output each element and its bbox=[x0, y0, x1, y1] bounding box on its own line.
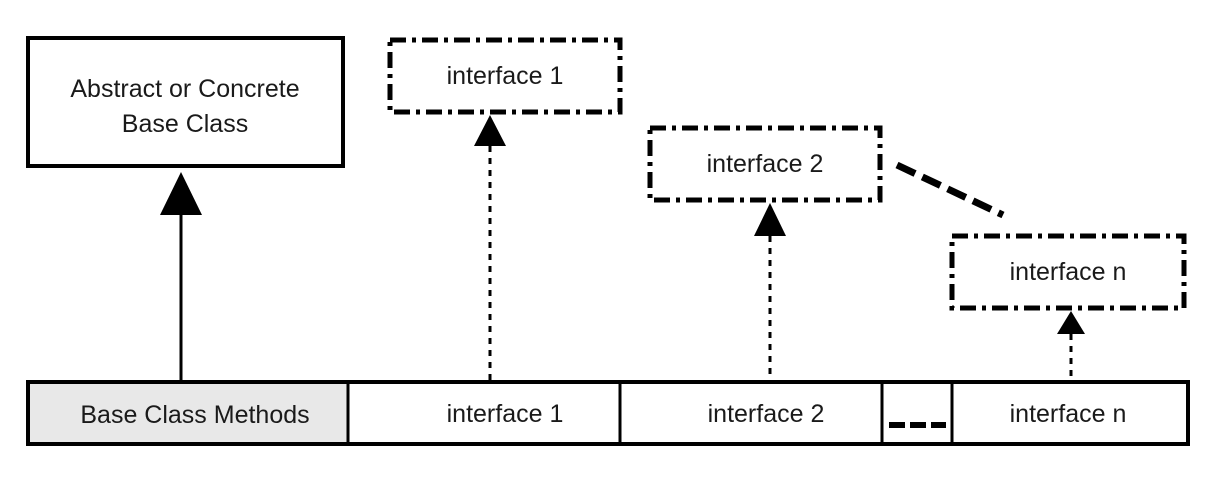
base-methods-label: Base Class Methods bbox=[80, 401, 309, 429]
realization-arrowhead-1 bbox=[474, 115, 506, 146]
row-cell-interface-n: interface n bbox=[1010, 400, 1127, 428]
row-cell-interface-2: interface 2 bbox=[708, 400, 825, 428]
base-class-node: Abstract or Concrete Base Class bbox=[26, 36, 345, 168]
inheritance-arrowhead bbox=[160, 172, 202, 215]
interface-2-label: interface 2 bbox=[707, 150, 824, 178]
interface-n-label: interface n bbox=[1010, 258, 1127, 286]
object-row: Base Class Methods interface 1 interface… bbox=[26, 380, 1190, 446]
base-class-label-line1: Abstract or Concrete bbox=[70, 75, 299, 103]
realization-edge-1 bbox=[474, 115, 506, 380]
realization-arrowhead-n bbox=[1057, 311, 1085, 334]
interface-1-box bbox=[387, 37, 623, 115]
row-cell-interface-1: interface 1 bbox=[447, 400, 564, 428]
base-methods-cell bbox=[28, 382, 348, 444]
interface-1-node: interface 1 bbox=[387, 37, 623, 115]
interface-n-node: interface n bbox=[949, 233, 1187, 311]
object-row-frame bbox=[26, 380, 1190, 446]
realization-edge-2 bbox=[754, 203, 786, 380]
inheritance-edge bbox=[160, 172, 202, 380]
ellipsis-connector bbox=[895, 161, 1005, 219]
realization-arrowhead-2 bbox=[754, 203, 786, 236]
interface-2-box bbox=[647, 125, 883, 203]
interface-2-node: interface 2 bbox=[647, 125, 883, 203]
realization-edge-n bbox=[1057, 311, 1085, 380]
interface-1-label: interface 1 bbox=[447, 62, 564, 90]
base-class-label-line2: Base Class bbox=[122, 110, 248, 138]
base-class-box bbox=[26, 36, 345, 168]
interface-n-box bbox=[949, 233, 1187, 311]
